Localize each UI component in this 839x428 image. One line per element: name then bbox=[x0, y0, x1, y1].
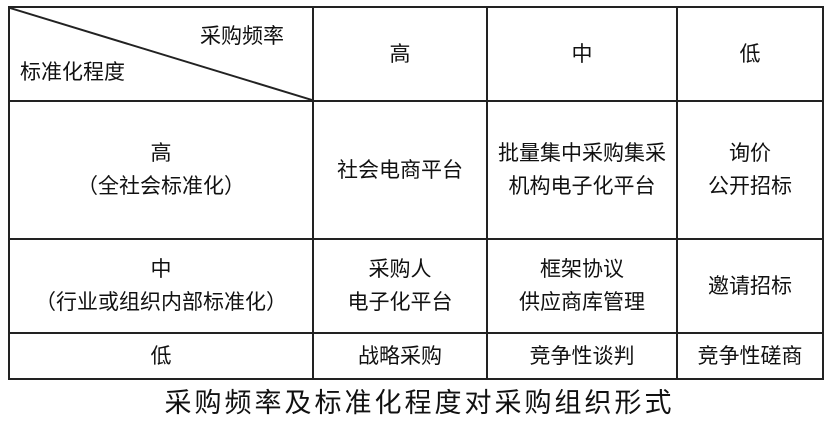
cell-text: 电子化平台 bbox=[347, 290, 453, 314]
cell-text: 框架协议 bbox=[540, 257, 624, 281]
table-row: 低 战略采购 竞争性谈判 竞争性磋商 bbox=[8, 332, 824, 380]
header-row: 采购频率 标准化程度 高 中 低 bbox=[8, 6, 824, 102]
procurement-matrix: 采购频率 标准化程度 高 中 低 高 （全社会标准化） 社会电商平台 批量集中采… bbox=[8, 6, 824, 380]
table-row: 中 （行业或组织内部标准化） 采购人 电子化平台 框架协议 供应商库管理 邀请招… bbox=[8, 238, 824, 334]
table-cell: 邀请招标 bbox=[676, 238, 824, 334]
column-header-low: 低 bbox=[676, 6, 824, 102]
table-cell: 竞争性谈判 bbox=[486, 332, 678, 380]
row-header-scope: （全社会标准化） bbox=[77, 174, 245, 198]
cell-text: 社会电商平台 bbox=[337, 157, 463, 182]
diagonal-header-cell: 采购频率 标准化程度 bbox=[8, 6, 314, 102]
cell-text: 公开招标 bbox=[708, 174, 792, 198]
table-cell: 询价 公开招标 bbox=[676, 100, 824, 240]
table-caption: 采购频率及标准化程度对采购组织形式 bbox=[164, 388, 675, 419]
column-header-high: 高 bbox=[312, 6, 488, 102]
cell-text: 询价 bbox=[729, 141, 771, 165]
cell-text: 竞争性磋商 bbox=[697, 343, 803, 368]
cell-text: 战略采购 bbox=[358, 343, 442, 368]
diagonal-divider bbox=[11, 9, 311, 99]
row-header-low: 低 bbox=[8, 332, 314, 380]
row-header-level: 高 bbox=[150, 141, 172, 165]
row-header-scope: （行业或组织内部标准化） bbox=[35, 290, 287, 314]
frequency-axis-label: 采购频率 bbox=[200, 24, 284, 48]
row-header-level: 低 bbox=[150, 343, 172, 368]
cell-text: 采购人 bbox=[368, 257, 432, 281]
column-header-medium: 中 bbox=[486, 6, 678, 102]
table-cell: 社会电商平台 bbox=[312, 100, 488, 240]
table-cell: 竞争性磋商 bbox=[676, 332, 824, 380]
standardization-axis-label: 标准化程度 bbox=[20, 60, 125, 84]
cell-text: 竞争性谈判 bbox=[529, 343, 635, 368]
procurement-table: 采购频率 标准化程度 高 中 低 高 （全社会标准化） 社会电商平台 批量集中采… bbox=[8, 6, 824, 380]
row-header-level: 中 bbox=[150, 257, 172, 281]
table-cell: 战略采购 bbox=[312, 332, 488, 380]
table-cell: 框架协议 供应商库管理 bbox=[486, 238, 678, 334]
cell-text: 供应商库管理 bbox=[519, 290, 645, 314]
table-row: 高 （全社会标准化） 社会电商平台 批量集中采购集采 机构电子化平台 询价 公开… bbox=[8, 100, 824, 240]
cell-text: 机构电子化平台 bbox=[508, 174, 656, 198]
table-cell: 批量集中采购集采 机构电子化平台 bbox=[486, 100, 678, 240]
row-header-high: 高 （全社会标准化） bbox=[8, 100, 314, 240]
cell-text: 邀请招标 bbox=[708, 273, 792, 298]
cell-text: 批量集中采购集采 bbox=[498, 141, 666, 165]
row-header-medium: 中 （行业或组织内部标准化） bbox=[8, 238, 314, 334]
table-cell: 采购人 电子化平台 bbox=[312, 238, 488, 334]
